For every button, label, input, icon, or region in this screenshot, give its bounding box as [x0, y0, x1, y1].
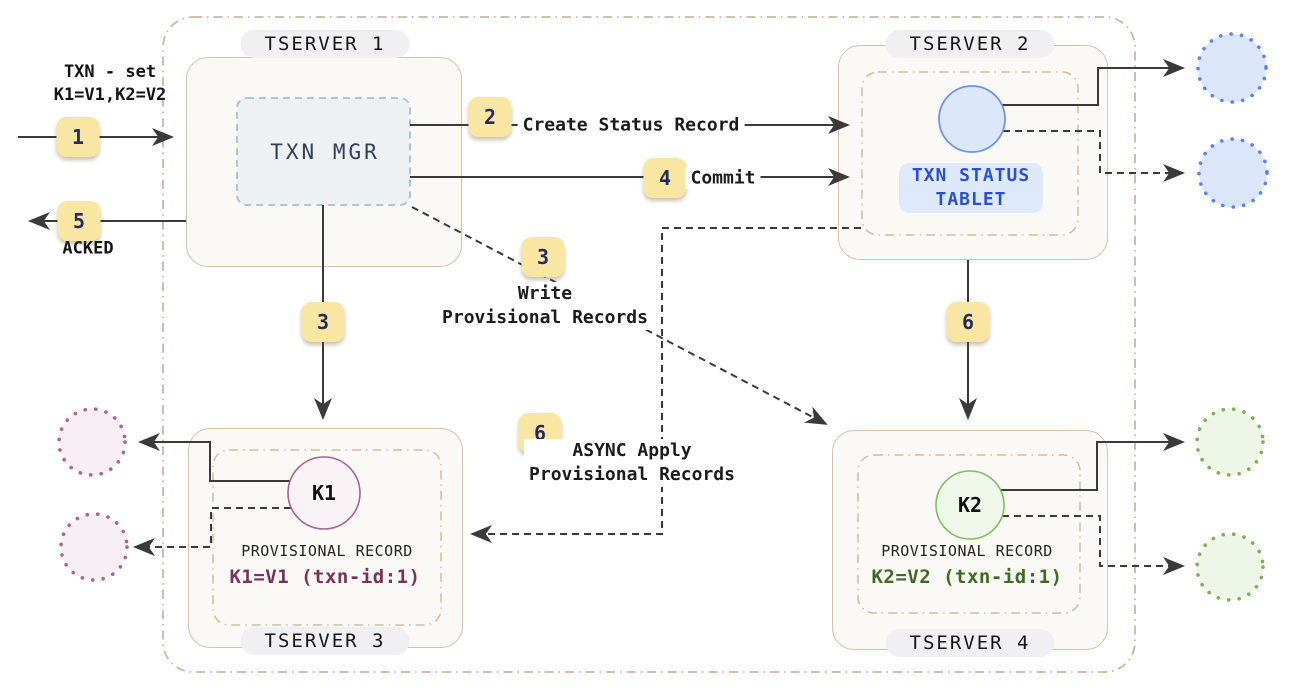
- k2-tablet-circle: [935, 470, 1005, 540]
- arrow-k1-replicate-2-dashed: [133, 507, 291, 556]
- step-badge-3-solid: 3: [301, 302, 345, 342]
- step3-label: Write Provisional Records: [437, 282, 653, 330]
- k2-replica-circle-1: [1195, 407, 1265, 477]
- arrow-k2-replicate-2-dashed: [1002, 515, 1185, 575]
- txn-status-tablet-line2: TABLET: [935, 189, 1007, 210]
- arrow-status-replicate-2-dashed: [1003, 130, 1185, 182]
- step-badge-6-solid: 6: [946, 302, 990, 342]
- k1-replica-circle-1: [57, 407, 127, 477]
- step-badge-1: 1: [56, 117, 100, 157]
- client-request-line1: TXN - set: [63, 62, 157, 82]
- step3-label-line2: Provisional Records: [442, 307, 648, 328]
- status-replica-circle-1: [1196, 32, 1268, 104]
- txn-mgr-label: TXN MGR: [270, 140, 380, 164]
- tserver3-record-value: K1=V1 (txn-id:1): [229, 566, 421, 588]
- tserver1-title: TSERVER 1: [240, 30, 410, 58]
- cluster-boundary: [162, 16, 1136, 673]
- arrow-k1-replicate-1: [138, 433, 290, 482]
- arrow-step6-async-apply-k1-dashed: [470, 227, 861, 543]
- k1-label: K1: [311, 481, 337, 505]
- tserver2-tablet-boundary: [861, 71, 1079, 236]
- tserver4-title: TSERVER 4: [885, 629, 1055, 657]
- txn-mgr-box: [236, 97, 411, 206]
- arrow-status-replicate-1: [1002, 59, 1185, 106]
- tserver3-title: TSERVER 3: [240, 627, 410, 655]
- step-badge-4: 4: [643, 158, 687, 198]
- step4-label: Commit: [685, 167, 761, 189]
- acked-label: ACKED: [62, 238, 114, 259]
- client-request-text: TXN - set K1=V1,K2=V2: [54, 61, 167, 107]
- k1-replica-circle-2: [59, 512, 129, 582]
- tserver4-tablet-boundary: [857, 454, 1081, 614]
- step-badge-3-dashed: 3: [521, 237, 565, 277]
- status-replica-circle-2: [1197, 137, 1269, 209]
- step6-label-line1: ASYNC Apply: [572, 440, 692, 461]
- tserver4-record-value: K2=V2 (txn-id:1): [871, 566, 1063, 588]
- step6-label: ASYNC Apply Provisional Records: [524, 439, 740, 487]
- step2-label: Create Status Record: [517, 114, 745, 136]
- client-request-line2: K1=V1,K2=V2: [53, 85, 167, 105]
- k2-label: K2: [957, 493, 983, 517]
- txn-status-tablet-circle: [938, 85, 1006, 153]
- tserver4-record-title: PROVISIONAL RECORD: [881, 542, 1053, 560]
- txn-status-tablet-label: TXN STATUS TABLET: [899, 163, 1043, 213]
- txn-status-tablet-line1: TXN STATUS: [911, 165, 1031, 186]
- step-badge-5: 5: [57, 201, 101, 241]
- step6-label-line2: Provisional Records: [529, 464, 735, 485]
- arrow-k2-replicate-1: [1000, 433, 1185, 491]
- tserver2-title: TSERVER 2: [885, 30, 1055, 58]
- tserver3-tablet-boundary: [212, 449, 442, 626]
- k2-replica-circle-2: [1195, 532, 1265, 602]
- step3-label-line1: Write: [517, 283, 573, 304]
- k1-tablet-circle: [287, 456, 361, 530]
- step-badge-2: 2: [468, 97, 512, 137]
- tserver3-record-title: PROVISIONAL RECORD: [241, 542, 413, 560]
